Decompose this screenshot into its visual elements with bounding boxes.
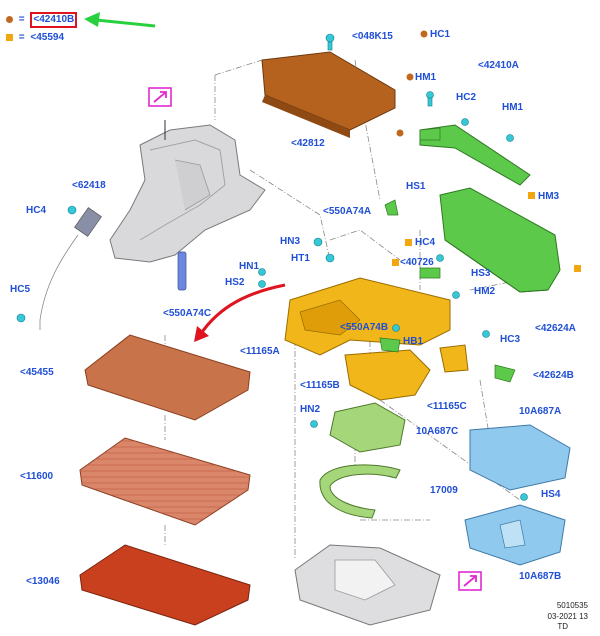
label-hn2[interactable]: HN2	[300, 404, 321, 415]
label-ht1[interactable]: HT1	[291, 253, 310, 264]
legend-round-ref[interactable]: <42410B	[30, 12, 78, 28]
part-42812	[261, 51, 396, 131]
label-17009[interactable]: 17009	[430, 485, 458, 496]
label-42812[interactable]: <42812	[291, 138, 325, 149]
label-hn3[interactable]: HN3	[280, 236, 301, 247]
part-45455	[84, 334, 251, 421]
label-hs1[interactable]: HS1	[406, 181, 426, 192]
label-hc4-b[interactable]: HC4	[415, 237, 436, 248]
legend-square-ref[interactable]: <45594	[30, 32, 65, 43]
label-62418[interactable]: <62418	[72, 180, 106, 191]
magenta-arrow-icon	[148, 87, 482, 591]
label-11165b[interactable]: <11165B	[300, 380, 340, 391]
label-45455[interactable]: <45455	[20, 367, 54, 378]
label-hc2[interactable]: HC2	[456, 92, 477, 103]
label-10a687b[interactable]: 10A687B	[519, 571, 562, 582]
part-17009	[319, 464, 401, 519]
label-42624a[interactable]: <42624A	[535, 323, 576, 334]
label-hm1-b[interactable]: HM1	[502, 102, 524, 113]
label-hm2[interactable]: HM2	[474, 286, 496, 297]
label-550a74b[interactable]: <550A74B	[340, 322, 389, 333]
label-hm3[interactable]: HM3	[538, 191, 560, 202]
label-10a687c[interactable]: 10A687C	[416, 426, 459, 437]
part-62418	[74, 207, 102, 237]
legend-square: = <45594	[6, 32, 64, 44]
label-11165c[interactable]: <11165C	[427, 401, 467, 412]
label-hb1[interactable]: HB1	[403, 336, 424, 347]
label-42410a[interactable]: <42410A	[478, 60, 519, 71]
quarter-trim-panel	[109, 120, 266, 263]
label-40726[interactable]: <40726	[400, 257, 434, 268]
red-curved-arrow-icon	[198, 283, 286, 336]
label-42624b[interactable]: <42624B	[533, 370, 574, 381]
wire-harness	[39, 234, 79, 330]
label-hc4-a[interactable]: HC4	[26, 205, 47, 216]
part-10A687C-box	[329, 402, 406, 453]
label-hs2[interactable]: HS2	[225, 277, 245, 288]
label-hc1[interactable]: HC1	[430, 29, 451, 40]
part-11165-assembly	[284, 277, 469, 401]
label-hs3[interactable]: HS3	[471, 268, 491, 279]
label-hc5[interactable]: HC5	[10, 284, 31, 295]
illustration-date: 03-2021 13	[547, 612, 588, 621]
clip-fastener-icon	[16, 33, 528, 501]
label-hm1-a[interactable]: HM1	[415, 72, 437, 83]
label-10a687a[interactable]: 10A687A	[519, 406, 562, 417]
label-11600[interactable]: <11600	[20, 471, 54, 482]
label-11165a[interactable]: <11165A	[240, 346, 280, 357]
green-arrow-icon	[84, 12, 156, 28]
round-marker-icons	[396, 30, 428, 137]
part-42410A	[419, 124, 531, 186]
square-marker-icon	[6, 33, 13, 41]
label-550a74c[interactable]: <550A74C	[163, 308, 212, 319]
illustration-suffix: TD	[557, 622, 568, 631]
label-048k15[interactable]: <048K15	[352, 31, 393, 42]
label-hc3[interactable]: HC3	[500, 334, 521, 345]
small-green-brackets	[379, 127, 516, 383]
label-hs4[interactable]: HS4	[541, 489, 561, 500]
label-13046[interactable]: <13046	[26, 576, 60, 587]
label-550a74a[interactable]: <550A74A	[323, 206, 372, 217]
part-10A687A	[469, 424, 571, 491]
part-42812-edge	[262, 95, 350, 138]
square-marker-icons	[392, 192, 581, 272]
illustration-id: 5010535	[556, 601, 588, 610]
label-hn1[interactable]: HN1	[239, 261, 260, 272]
round-marker-icon	[6, 15, 13, 23]
part-load-floor-green	[439, 187, 561, 293]
legend-round: = <42410B	[6, 12, 78, 28]
part-550A74C	[177, 251, 187, 291]
part-13046	[79, 544, 251, 626]
